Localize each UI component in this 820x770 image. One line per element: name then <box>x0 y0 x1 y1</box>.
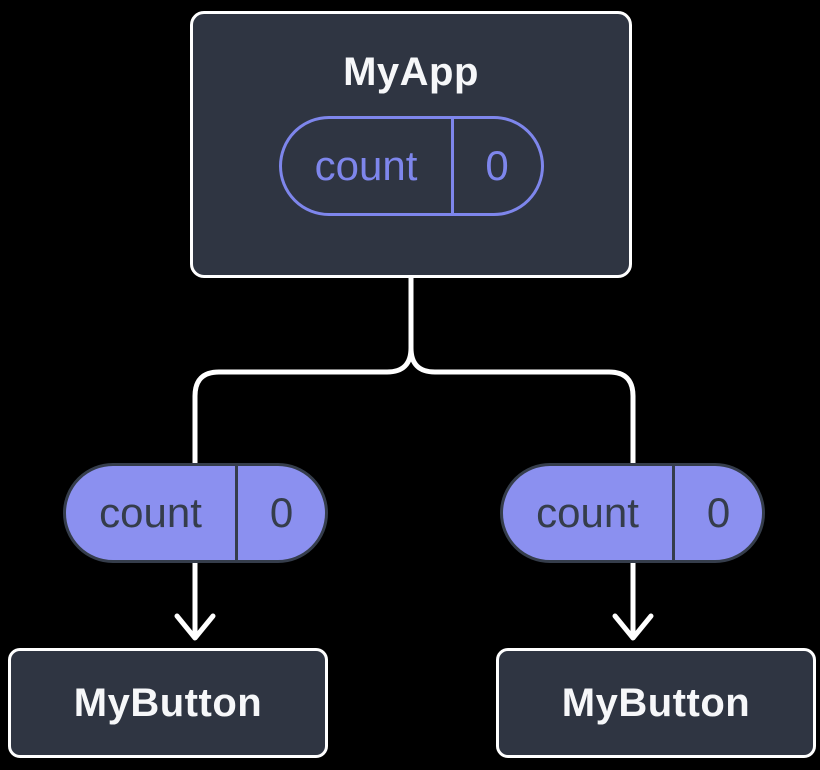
pill-divider <box>450 119 454 213</box>
state-name: count <box>314 142 418 189</box>
state-value: 0 <box>485 142 509 189</box>
component-label: MyButton <box>561 681 751 725</box>
component-node-myapp: MyApp count 0 <box>190 11 632 278</box>
arrow-left-head-icon <box>174 613 216 641</box>
tree-edge-right <box>408 273 636 467</box>
state-pill-root: count 0 <box>278 116 544 216</box>
component-node-mybutton-left: MyButton <box>8 648 328 758</box>
prop-pill-right: count 0 <box>500 463 765 563</box>
component-node-mybutton-right: MyButton <box>496 648 816 758</box>
prop-pill-left: count 0 <box>63 463 328 563</box>
component-label: MyApp <box>343 50 479 94</box>
arrow-right-head-icon <box>612 613 654 641</box>
prop-name: count <box>536 489 639 536</box>
tree-edge-left <box>192 273 414 467</box>
prop-name: count <box>99 489 202 536</box>
prop-value: 0 <box>269 489 294 536</box>
component-label: MyButton <box>73 681 263 725</box>
pill-divider <box>235 466 238 560</box>
pill-divider <box>672 466 675 560</box>
prop-value: 0 <box>706 489 731 536</box>
